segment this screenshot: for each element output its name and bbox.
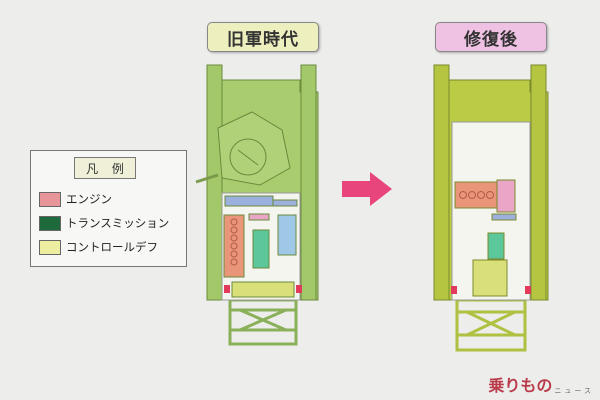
transmission [252, 229, 270, 269]
clutch [496, 179, 516, 213]
before-title: 旧軍時代 [207, 22, 319, 52]
radiator [277, 214, 297, 256]
clutch [248, 213, 270, 221]
rear-frame [455, 298, 527, 352]
tank-after [433, 64, 549, 352]
right-track [530, 64, 547, 301]
left-track [206, 64, 223, 301]
arrow-icon [342, 172, 392, 206]
control-diff-swatch [39, 239, 61, 255]
transmission-swatch [39, 215, 61, 231]
engine-swatch [39, 191, 61, 207]
legend: 凡 例 エンジン トランスミッション コントロールデフ [30, 150, 187, 267]
control-diff [472, 259, 508, 297]
right-track [300, 64, 317, 301]
engine [223, 214, 245, 278]
legend-label: トランスミッション [66, 216, 170, 230]
legend-item-engine: エンジン [39, 191, 112, 207]
tank-before [195, 64, 319, 346]
legend-label: コントロールデフ [66, 240, 158, 254]
transmission [487, 232, 505, 260]
logo-main: 乗りもの [488, 376, 553, 395]
rear-frame [228, 298, 298, 346]
logo: 乗りもの ニュース [488, 372, 594, 396]
left-track [433, 64, 450, 301]
after-title: 修復後 [435, 22, 547, 52]
gun-barrel [195, 173, 219, 184]
legend-label: エンジン [66, 192, 112, 206]
control-diff [231, 281, 295, 298]
gearbox [491, 213, 517, 221]
legend-item-transmission: トランスミッション [39, 215, 169, 231]
legend-item-control-diff: コントロールデフ [39, 239, 158, 255]
legend-title: 凡 例 [74, 157, 136, 179]
gearbox [224, 195, 274, 207]
logo-sub: ニュース [554, 387, 594, 395]
